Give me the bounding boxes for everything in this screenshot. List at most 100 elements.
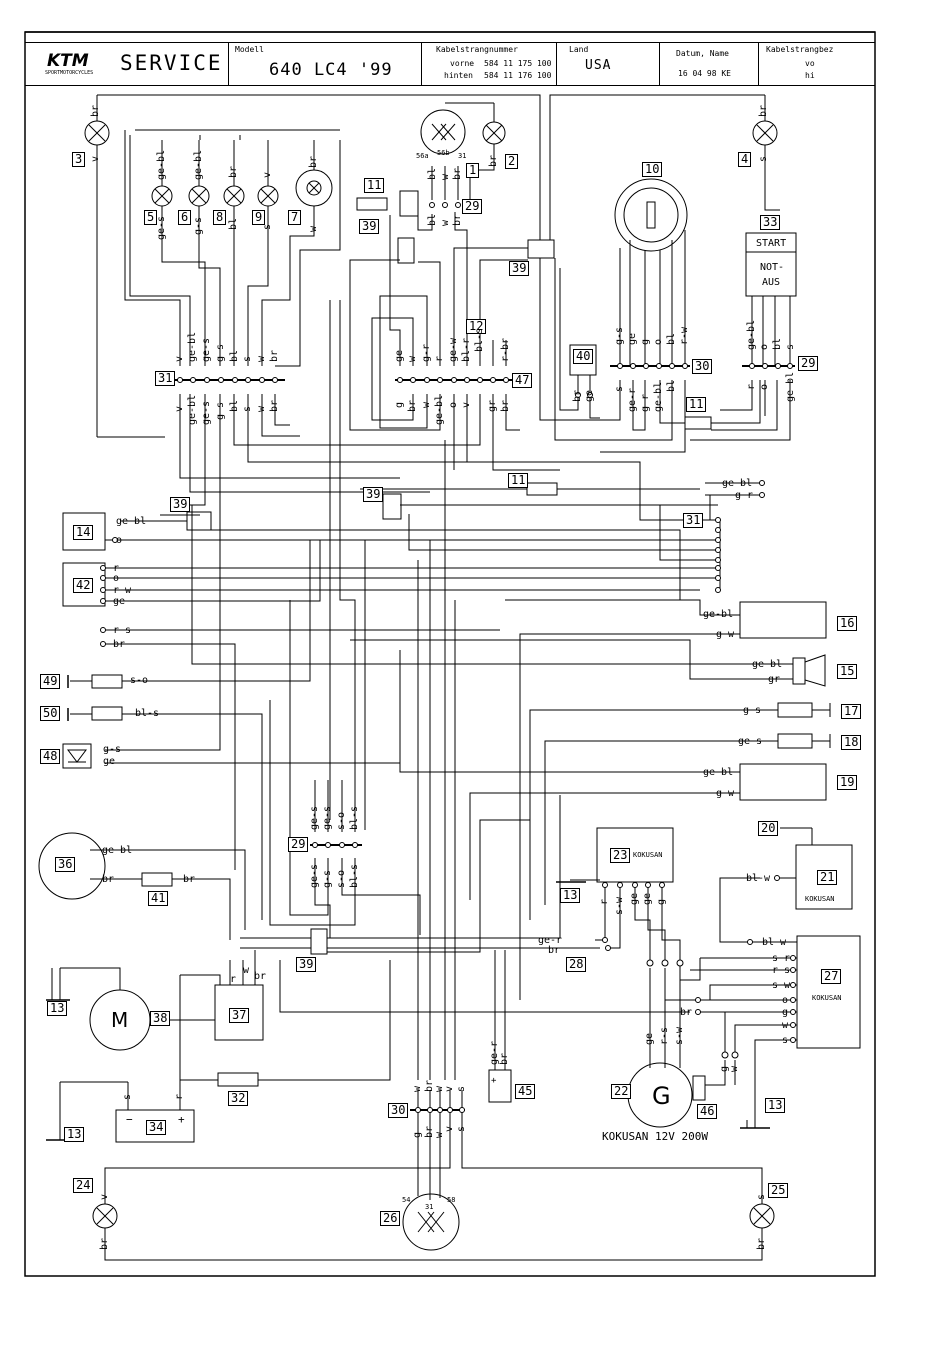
label-45: 45 [515, 1084, 536, 1099]
wire-29-ge-s-b: ge-s [322, 805, 333, 830]
wire-23-g: g [656, 898, 667, 905]
wire-30b-v: v [444, 1085, 455, 1092]
label-39a: 39 [359, 219, 380, 234]
wire-31-ge-bl: ge-bl [722, 478, 753, 489]
wire-27-w: w [782, 1020, 789, 1031]
wire-29-s-o-b: s-o [336, 869, 347, 888]
wire-6-ge-bl: ge-bl [193, 149, 204, 180]
wire-4-s: s [758, 155, 769, 162]
wire-16-g-w: g-w [716, 629, 735, 640]
datum-label: Datum, Name [676, 49, 729, 58]
kabelstrang-cell: Kabelstrangnummer vorne 584 11 175 100 h… [421, 43, 556, 85]
label-15: 15 [837, 664, 858, 679]
wire-27-s-r: s-r [772, 953, 791, 964]
battery-minus: − [126, 1113, 133, 1126]
wire-23-r: r [599, 898, 610, 905]
lamp-3 [84, 95, 110, 437]
vorne-label: vorne [450, 59, 475, 68]
modell-label: Modell [235, 45, 264, 54]
wire-29-ge-s-c: ge-s [309, 863, 320, 888]
box-37 [214, 984, 264, 1041]
wire-47-br2: br [500, 399, 511, 412]
wire-31-v: v [174, 355, 185, 362]
box-42 [62, 562, 106, 607]
land-cell: Land USA [556, 43, 659, 85]
start-label: START [756, 238, 787, 249]
wire-31b-bl: bl [229, 399, 240, 412]
switch-16 [739, 601, 827, 639]
wire-45-br: br [499, 1052, 510, 1065]
label-13d: 13 [765, 1098, 786, 1113]
wire-9-s: s [262, 223, 273, 230]
capacitor-45 [488, 1069, 512, 1103]
wire-31b-w: w [256, 405, 267, 412]
label-48: 48 [40, 749, 61, 764]
wire-6-g-s: g-s [193, 216, 204, 235]
wire-23-ge-a: ge [629, 892, 640, 905]
wire-30c-s: s [456, 1125, 467, 1132]
wire-30-ge-r: ge-r [627, 387, 638, 412]
wire-31b-ge-bl: ge-bl [187, 394, 198, 425]
label-24: 24 [73, 1178, 94, 1193]
hinten-value: 584 11 176 100 [484, 71, 552, 80]
label-25: 25 [768, 1183, 789, 1198]
ignition-switch-10 [614, 178, 688, 252]
wire-27-o: o [782, 995, 789, 1006]
wire-12-w: w [407, 355, 418, 362]
label-13a: 13 [560, 888, 581, 903]
hinten-label: hinten [444, 71, 473, 80]
service-label: SERVICE [120, 51, 223, 75]
label-4: 4 [738, 152, 752, 167]
label-28: 28 [566, 957, 587, 972]
wire-28-ge-r: ge-r [538, 935, 563, 946]
label-37: 37 [229, 1008, 250, 1023]
label-22: 22 [611, 1084, 632, 1099]
wire-22-ge: ge [644, 1032, 655, 1045]
wire-25-br: br [756, 1237, 767, 1250]
label-30a: 30 [692, 359, 713, 374]
label-10: 10 [642, 162, 663, 177]
wire-5-ge-s: ge-s [156, 215, 167, 240]
wire-3-br: br [90, 104, 101, 117]
wire-30b-w: w [412, 1085, 423, 1092]
connector-39c [527, 239, 555, 259]
wire-29-w: w [440, 219, 451, 226]
wire-31-ge-bl: ge-bl [187, 331, 198, 362]
wire-27-s-w: s-w [772, 980, 791, 991]
wire-16-ge-bl: ge-bl [703, 609, 734, 620]
wire-12-bl-r: bl-r [461, 337, 472, 362]
ktm-logo: KTM [47, 51, 89, 71]
label-39d: 39 [363, 487, 384, 502]
bez-label: Kabelstrangbez [766, 45, 834, 54]
terminal-56a: 56a [416, 152, 429, 160]
terminal-58: 58 [447, 1196, 456, 1204]
wire-23-ge-b: ge [642, 892, 653, 905]
wire-17-g-s: g-s [743, 705, 762, 716]
wire-40-br: br [572, 389, 583, 402]
wire-15-gr: gr [768, 674, 781, 685]
label-8: 8 [213, 210, 227, 225]
wire-47-br: br [407, 399, 418, 412]
wire-31b-v: v [174, 405, 185, 412]
label-14: 14 [73, 525, 94, 540]
wire-8-bl: bl [228, 217, 239, 230]
label-30b: 30 [388, 1103, 409, 1118]
label-34: 34 [146, 1120, 167, 1135]
wire-8-br: br [228, 165, 239, 178]
diode-48 [62, 743, 92, 769]
wire-27-g: g [782, 1007, 789, 1018]
horn-15 [804, 654, 826, 687]
label-46: 46 [697, 1104, 718, 1119]
wire-30c-g: g [412, 1131, 423, 1138]
wire-29-bl-s-b: bl-s [349, 863, 360, 888]
label-11a: 11 [364, 178, 385, 193]
logo-subtext: SPORTMOTORCYCLES [45, 70, 94, 76]
wire-22-s-r: s-w [674, 1026, 685, 1045]
label-13c: 13 [64, 1127, 85, 1142]
label-50: 50 [40, 706, 61, 721]
fuse-11a [356, 197, 388, 211]
wire-12-r: r [434, 355, 445, 362]
wire-31b-ge-s: ge-s [201, 400, 212, 425]
wire-10-g-s: g-s [614, 326, 625, 345]
